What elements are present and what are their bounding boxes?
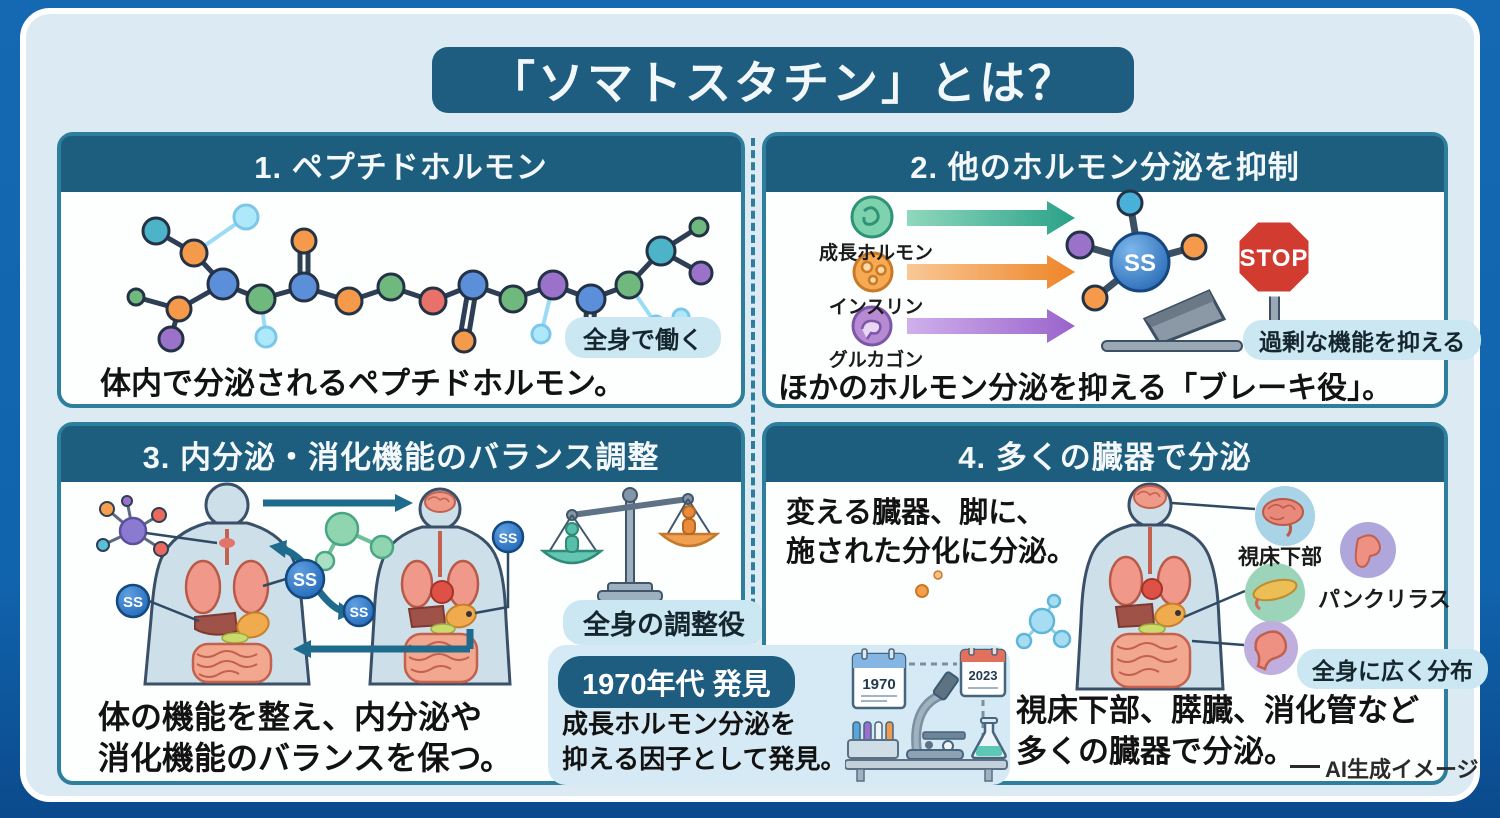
hypothalamus-icon xyxy=(1255,486,1315,546)
panel-2-title: 2. 他のホルモン分泌を抑制 xyxy=(766,136,1444,192)
glucagon-label: グルカゴン xyxy=(828,350,924,371)
credit-leader-line xyxy=(1290,765,1320,768)
discovery-line1: 成長ホルモン分泌を xyxy=(562,709,797,739)
column-divider xyxy=(751,138,755,643)
panel-4-caption-line1: 視床下部、膵臓、消化管など xyxy=(1016,693,1419,728)
panel-1-caption: 体内で分泌されるペプチドホルモン。 xyxy=(100,366,626,401)
arrow-insulin-icon xyxy=(907,255,1075,289)
green-molecule-icon xyxy=(314,511,395,572)
growth-hormone-icon xyxy=(850,195,894,239)
test-tubes-icon xyxy=(847,721,899,759)
page-title: 「ソマトスタチン」とは？ xyxy=(432,47,1134,113)
insulin-label: インスリン xyxy=(828,297,924,318)
panel-peptide-hormone: 1. ペプチドホルモン xyxy=(57,132,745,408)
panel-3-badge: 全身の調整役 xyxy=(563,600,765,645)
growth-hormone-label: 成長ホルモン xyxy=(818,243,933,264)
panel-3-caption: 体の機能を整え、内分泌や 消化機能のバランスを保つ。 xyxy=(98,697,512,779)
panel-1-title: 1. ペプチドホルモン xyxy=(61,136,741,192)
peptide-chain-icon xyxy=(126,203,714,354)
panel-4-title: 4. 多くの臓器で分泌 xyxy=(766,426,1444,482)
panel-4-caption-line2: 多くの臓器で分泌。 xyxy=(1016,734,1295,769)
ss-molecule-icon: SS xyxy=(1065,189,1208,312)
stop-sign-icon: STOP xyxy=(1234,217,1314,342)
panel-2-badge: 過剰な機能を抑える xyxy=(1243,320,1482,360)
arrow-glucagon-icon xyxy=(907,309,1075,343)
discovery-heading: 1970年代 発見 xyxy=(558,656,795,708)
receptor-molecule-icon xyxy=(96,495,169,557)
discovery-line2: 抑える因子として発見。 xyxy=(562,744,847,774)
ai-credit: AI生成イメージ xyxy=(1325,757,1479,782)
calendar-2023-icon: 2023 xyxy=(959,648,1007,698)
human-body-icon xyxy=(1075,482,1225,691)
arrow-growth-hormone-icon xyxy=(907,201,1075,235)
panel-inhibits-hormones: 2. 他のホルモン分泌を抑制 xyxy=(762,132,1448,408)
lab-table-icon xyxy=(845,759,1008,770)
panel-4-note: 変える臓器、脚に、 施された分化に分泌。 xyxy=(786,494,1076,572)
balance-diagram-icon: SS SS SS SS xyxy=(96,482,721,686)
svg-text:1970: 1970 xyxy=(862,676,895,693)
svg-text:SS: SS xyxy=(1124,250,1156,277)
organs-diagram-icon xyxy=(915,482,1396,691)
panel-4-caption: 視床下部、膵臓、消化管など 多くの臓器で分泌。 xyxy=(1016,690,1419,772)
balance-scale-icon xyxy=(539,487,721,602)
molecule-doodle-icon xyxy=(915,570,1072,650)
pancreas-icon xyxy=(1245,563,1305,623)
panel-2-caption: ほかのホルモン分泌を抑える「ブレーキ役」。 xyxy=(778,372,1393,405)
panel-3-title: 3. 内分泌・消化機能のバランス調整 xyxy=(61,426,741,482)
panel-4-note-line2: 施された分化に分泌。 xyxy=(786,536,1077,568)
svg-text:SS: SS xyxy=(350,604,369,620)
svg-text:SS: SS xyxy=(293,570,317,590)
microscope-icon xyxy=(906,671,966,760)
insulin-icon xyxy=(852,251,894,293)
panel-3-caption-line1: 体の機能を整え、内分泌や xyxy=(98,699,483,735)
calendar-1970-icon: 1970 xyxy=(851,648,907,710)
brake-pedal-icon xyxy=(1101,289,1243,352)
pancreas-label: パンクリラス xyxy=(1318,587,1451,612)
hypothalamus-label: 視床下部 xyxy=(1238,546,1322,569)
organ-blob-icon xyxy=(1340,522,1396,578)
panel-3-caption-line2: 消化機能のバランスを保つ。 xyxy=(98,740,513,776)
stomach-icon xyxy=(1244,621,1298,675)
glucagon-icon xyxy=(851,305,893,347)
lab-scene-icon: 1970 2023 xyxy=(845,648,1008,782)
human-body-left-icon xyxy=(143,482,311,686)
panel-1-badge: 全身で働く xyxy=(565,317,721,358)
svg-text:SS: SS xyxy=(123,594,143,611)
panel-4-badge: 全身に広く分布 xyxy=(1297,649,1488,689)
svg-text:SS: SS xyxy=(499,530,518,546)
panel-4-note-line1: 変える臓器、脚に、 xyxy=(786,497,1046,529)
inhibition-diagram-icon: SS STOP xyxy=(850,189,1314,352)
svg-text:2023: 2023 xyxy=(969,668,998,683)
ss-markers-icon: SS SS SS SS xyxy=(115,520,525,628)
human-body-right-icon xyxy=(368,487,512,686)
flask-icon xyxy=(971,717,1007,760)
discovery-text: 成長ホルモン分泌を 抑える因子として発見。 xyxy=(562,707,846,777)
svg-text:STOP: STOP xyxy=(1240,245,1309,272)
